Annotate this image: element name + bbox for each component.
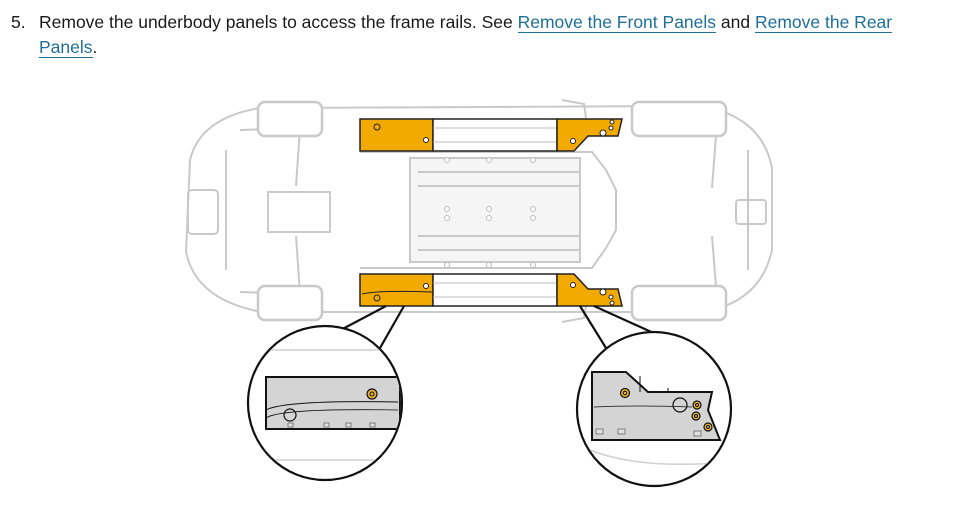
step-number: 5.	[11, 12, 26, 32]
wheels	[256, 100, 728, 322]
remove-rear-panels-link[interactable]: Remove the Rear Panels	[39, 12, 893, 58]
underbody-holes	[444, 157, 536, 268]
wheel-front-right	[256, 284, 324, 322]
remove-front-panels-link[interactable]: Remove the Front Panels	[517, 12, 717, 33]
step-instruction: Remove the underbody panels to access th…	[39, 12, 518, 32]
underbody-diagram	[180, 90, 780, 490]
front-rail-panel-right	[359, 273, 434, 307]
wheel-front-left	[256, 100, 324, 138]
step-conjunction: and	[716, 12, 755, 32]
frame-rail-right	[359, 273, 623, 307]
step-period: .	[92, 37, 98, 57]
wheel-rear-right	[630, 284, 728, 322]
wheel-rear-left	[630, 100, 728, 138]
front-rail-panel-left	[359, 118, 434, 152]
step-text: Remove the underbody panels to access th…	[39, 10, 939, 60]
frame-rail-left	[359, 118, 623, 152]
middle-rail-left	[432, 118, 558, 152]
detail-callout-rear	[575, 330, 733, 488]
detail-callout-front	[246, 324, 404, 482]
rear-rail-panel-right	[556, 273, 623, 307]
middle-rail-right	[432, 273, 558, 307]
